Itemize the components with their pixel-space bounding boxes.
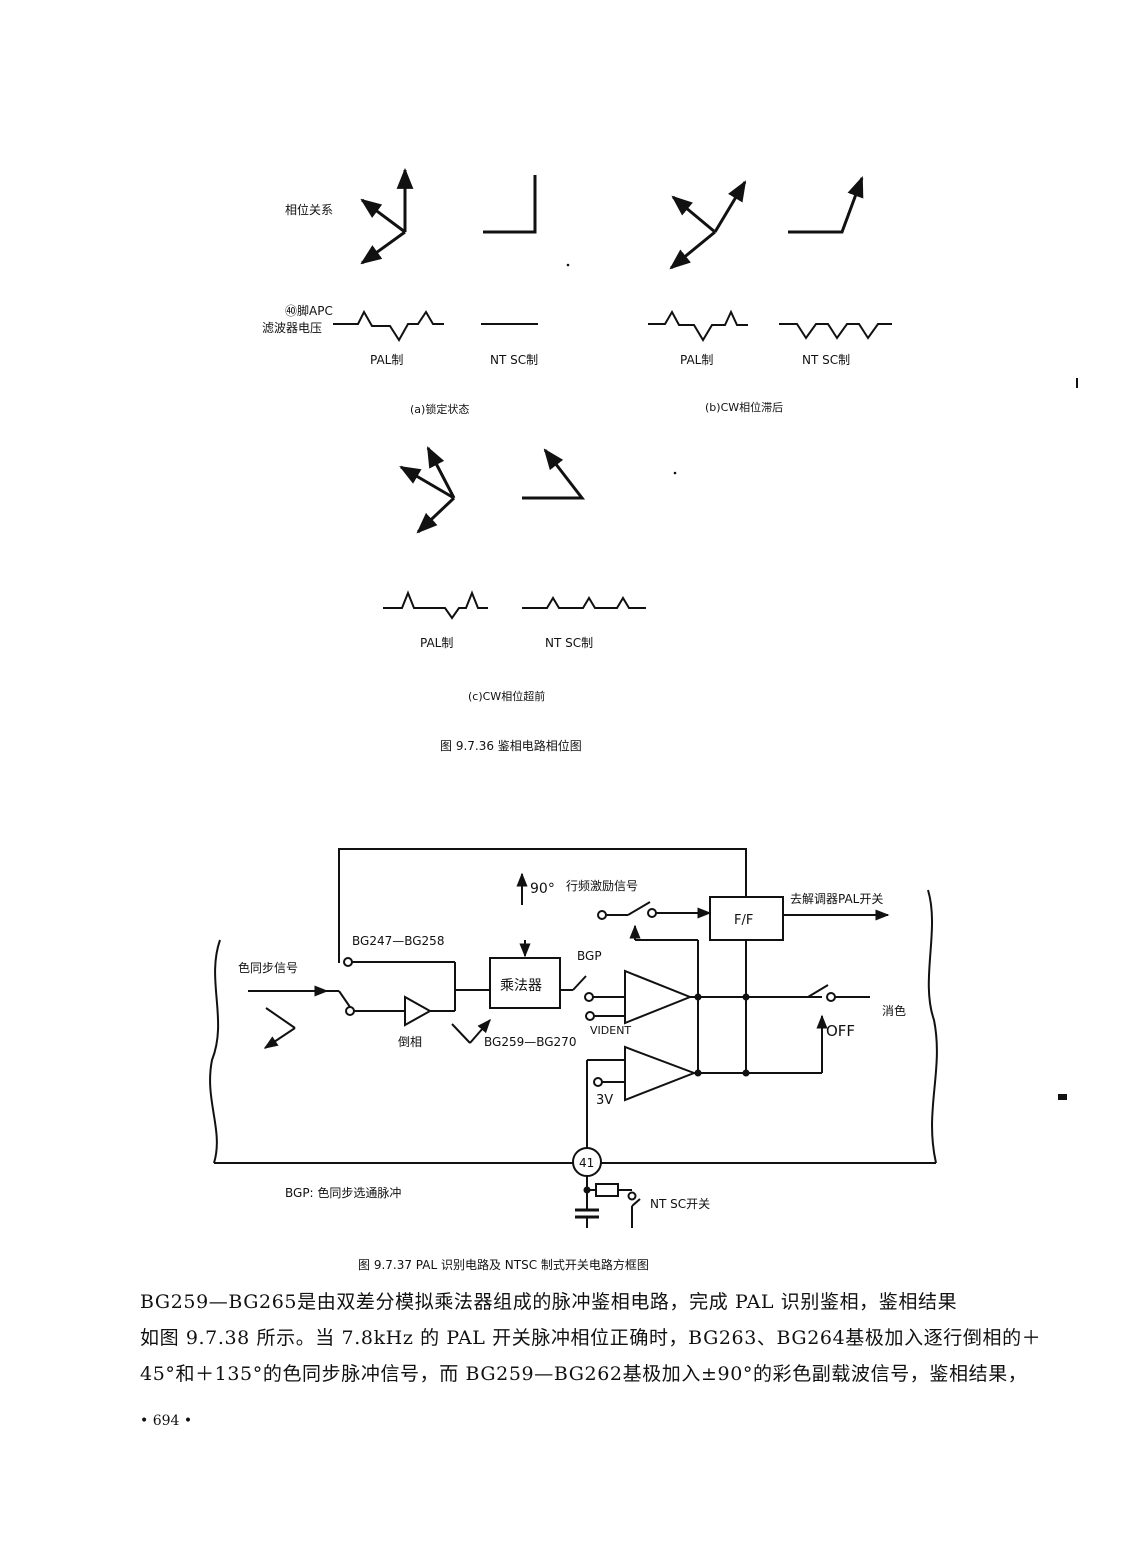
vident-contact (585, 1011, 595, 1021)
hdrive-contact-in (597, 910, 607, 920)
label-kill: 消色 (882, 1004, 906, 1018)
figure-9-7-37 (209, 848, 938, 1228)
kill-contact (826, 992, 836, 1002)
bgp-contact (584, 992, 594, 1002)
label-to-demod: 去解调器PAL开关 (790, 892, 883, 906)
figure-9-7-37-labels: 色同步信号 BG247—BG258 倒相 乘法器 BG259—BG270 BGP… (238, 879, 906, 1272)
multiplier-box (489, 957, 561, 1009)
label-bg259: BG259—BG270 (484, 1035, 576, 1049)
waveform-c-ntsc (522, 596, 646, 609)
waveform-a-pal (333, 309, 444, 342)
junction-1 (694, 993, 702, 1001)
body-text-line-2: 如图 9.7.38 所示。当 7.8kHz 的 PAL 开关脉冲相位正确时，BG… (140, 1327, 1042, 1349)
ntsc-switch-contact (627, 1191, 637, 1201)
label-apc-line2: 滤波器电压 (262, 321, 322, 335)
label-multiplier: 乘法器 (500, 978, 542, 994)
hdrive-switch-blade (627, 901, 651, 916)
label-3v: 3V (596, 1093, 613, 1108)
caption-fig36: 图 9.7.36 鉴相电路相位图 (440, 738, 582, 753)
body-text-line-3: 45°和＋135°的色同步脉冲信号，而 BG259—BG262基极加入±90°的… (140, 1363, 1028, 1385)
label-bgp-definition: BGP: 色同步选通脉冲 (285, 1185, 401, 1200)
label-ff: F/F (734, 913, 753, 928)
figure-9-7-36-labels: 相位关系 ㊵脚APC 滤波器电压 PAL制 NT SC制 PAL制 NT SC制… (262, 202, 850, 753)
comparator-1 (624, 969, 693, 1025)
kill-switch-blade (807, 984, 829, 998)
inverter-triangle (404, 995, 433, 1027)
label-phase-relation: 相位关系 (285, 202, 333, 217)
figure-9-7-36 (333, 167, 892, 620)
label-pal-c: PAL制 (420, 636, 453, 650)
caption-fig37: 图 9.7.37 PAL 识别电路及 NTSC 制式开关电路方框图 (358, 1257, 649, 1272)
page-number: • 694 • (140, 1413, 193, 1429)
flipflop-box (709, 896, 784, 941)
chip-boundary-right (927, 889, 938, 1164)
bgp-switch-blade (572, 975, 587, 991)
mult-phasor-icon (451, 1020, 490, 1044)
resistor (595, 1183, 619, 1197)
switch-contact-bottom (345, 1006, 355, 1016)
ntsc-switch-blade (631, 1198, 641, 1207)
scan-specks (566, 263, 1078, 1100)
phasor-c-ntsc (522, 448, 586, 500)
v3-contact (593, 1077, 603, 1087)
label-inverter: 倒相 (398, 1035, 422, 1049)
label-hsync-drive: 行频激励信号 (566, 879, 638, 893)
label-bgp: BGP (577, 949, 602, 963)
phasor-b-pal (669, 180, 747, 270)
label-ntsc-a: NT SC制 (490, 353, 538, 367)
subcaption-b: (b)CW相位滞后 (705, 400, 783, 414)
switch-contact-top (343, 957, 353, 967)
label-apc-line1: ㊵脚APC (285, 303, 333, 318)
junction-4 (742, 1069, 750, 1077)
label-chroma-sync: 色同步信号 (238, 961, 298, 975)
phasor-c-pal (399, 446, 456, 534)
label-vident: VIDENT (590, 1024, 631, 1037)
feedback-loop (338, 848, 747, 963)
label-pin-41: 41 (579, 1156, 594, 1170)
body-text-line-1: BG259—BG265是由双差分模拟乘法器组成的脉冲鉴相电路，完成 PAL 识别… (140, 1291, 958, 1313)
label-bg247: BG247—BG258 (352, 934, 444, 948)
waveform-b-ntsc (779, 323, 892, 340)
waveform-c-pal (383, 590, 488, 620)
label-ntsc-b: NT SC制 (802, 353, 850, 367)
waveform-b-pal (648, 309, 748, 342)
junction-3 (694, 1069, 702, 1077)
junction-2 (742, 993, 750, 1001)
phasor-b-ntsc (788, 176, 864, 234)
label-off: OFF (826, 1022, 855, 1040)
label-ntsc-c: NT SC制 (545, 636, 593, 650)
input-phasor-icon (265, 1007, 296, 1048)
chip-boundary-left (209, 939, 221, 1164)
subcaption-c: (c)CW相位超前 (468, 689, 545, 703)
label-pal-a: PAL制 (370, 353, 403, 367)
hdrive-contact-out (647, 908, 657, 918)
label-90deg: 90° (530, 881, 555, 897)
phasor-a-ntsc (483, 175, 537, 234)
phasor-a-pal (360, 167, 414, 265)
label-pal-b: PAL制 (680, 353, 713, 367)
comparator-2 (624, 1045, 697, 1102)
label-ntsc-switch: NT SC开关 (650, 1197, 710, 1211)
subcaption-a: (a)锁定状态 (410, 402, 469, 416)
switch-blade (338, 990, 351, 1008)
